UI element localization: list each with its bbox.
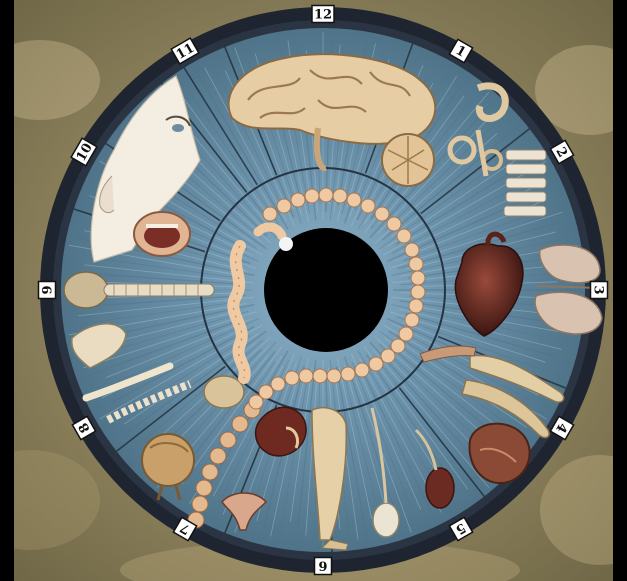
hour-marker-9: 9	[39, 282, 56, 299]
hour-marker-label: 9	[41, 285, 56, 294]
hour-marker-12: 12	[312, 6, 334, 23]
hour-marker-6: 6	[315, 558, 332, 575]
hour-marker-label: 3	[591, 285, 606, 294]
frame-right	[613, 0, 627, 581]
uterus-section-illustration	[470, 424, 530, 483]
pupil-highlight	[279, 237, 293, 251]
hour-marker-3: 3	[591, 282, 608, 299]
hour-marker-label: 6	[318, 558, 327, 573]
frame-left	[0, 0, 14, 581]
mouth-illustration	[134, 212, 190, 256]
hour-marker-label: 12	[314, 8, 332, 23]
spine-illustration	[504, 150, 546, 216]
pelvis-illustration	[204, 376, 244, 408]
